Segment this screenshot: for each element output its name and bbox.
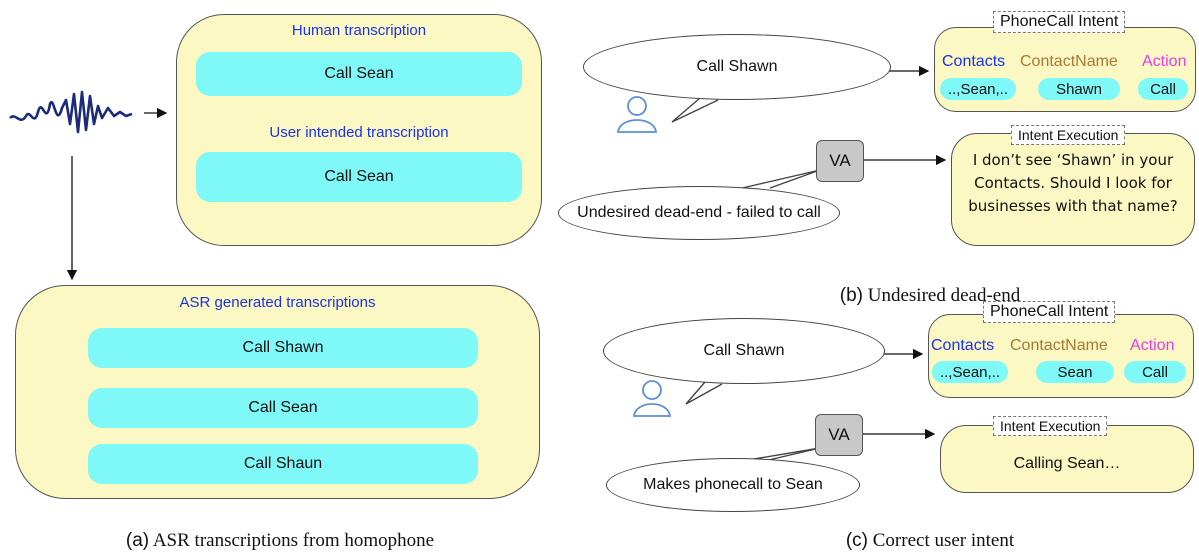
value-contacts-c: ..,Sean,..	[932, 361, 1008, 383]
user-utterance-bubble-b: Call Shawn	[583, 34, 891, 100]
exec-tag-b: Intent Execution	[1011, 125, 1126, 145]
asr-item-3: Call Shaun	[88, 444, 478, 484]
caption-b-letter: (b)	[839, 285, 863, 306]
value-action-b: Call	[1138, 78, 1188, 100]
header-contacts-b: Contacts	[942, 53, 1006, 70]
asr-item-1: Call Shawn	[88, 328, 478, 368]
header-contactname-c: ContactName	[1010, 337, 1108, 354]
caption-b: (b) Undesired dead-end	[780, 285, 1080, 307]
user-utterance-bubble-c: Call Shawn	[603, 318, 885, 384]
asr-transcriptions-label: ASR generated transcriptions	[179, 294, 376, 311]
header-action-c: Action	[1130, 337, 1175, 354]
human-transcription-label: Human transcription	[291, 22, 427, 39]
header-contacts-c: Contacts	[931, 337, 995, 354]
intent-tag-c: PhoneCall Intent	[983, 301, 1116, 323]
caption-c-text: Correct user intent	[872, 530, 1015, 551]
value-contacts-b: ..,Sean,..	[940, 78, 1016, 100]
caption-c: (c) Correct user intent	[780, 530, 1080, 552]
value-contactname-c: Sean	[1036, 361, 1114, 383]
exec-text-b: I don’t see ‘Shawn’ in your Contacts. Sh…	[968, 151, 1178, 215]
user-icon-c	[632, 380, 672, 417]
exec-box-b	[951, 133, 1195, 246]
caption-a: (a) ASR transcriptions from homophone	[60, 530, 500, 552]
intent-box-c	[928, 314, 1194, 398]
intent-tag-b: PhoneCall Intent	[993, 11, 1126, 33]
va-response-bubble-b: Undesired dead-end - failed to call	[558, 186, 840, 240]
exec-text-c: Calling Sean…	[1013, 455, 1121, 472]
value-contactname-b: Shawn	[1038, 78, 1120, 100]
exec-tag-c: Intent Execution	[993, 416, 1108, 436]
asr-item-2: Call Sean	[88, 388, 478, 428]
exec-box-c	[940, 425, 1194, 493]
va-response-bubble-c: Makes phonecall to Sean	[606, 458, 860, 512]
user-icon-b	[616, 96, 658, 133]
caption-b-text: Undesired dead-end	[867, 285, 1021, 306]
intended-transcription-label: User intended transcription	[269, 124, 449, 141]
value-action-c: Call	[1124, 361, 1186, 383]
human-transcription-pill: Call Sean	[196, 52, 522, 96]
header-action-b: Action	[1142, 53, 1187, 70]
va-box-c: VA	[815, 414, 863, 456]
caption-a-letter: (a)	[125, 530, 150, 551]
audio-waveform-icon	[9, 90, 133, 134]
caption-c-letter: (c)	[845, 530, 868, 551]
header-contactname-b: ContactName	[1020, 53, 1118, 70]
va-box-b: VA	[816, 140, 864, 182]
caption-a-text: ASR transcriptions from homophone	[152, 530, 435, 551]
intended-transcription-pill: Call Sean	[196, 152, 522, 202]
